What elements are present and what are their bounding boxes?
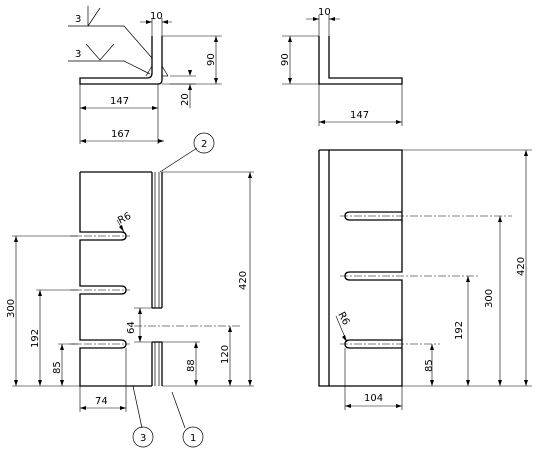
dim-leg-side: 147 (350, 110, 369, 121)
bottom-left-view: 300 192 85 R6 74 64 88 120 (6, 132, 254, 448)
weld-symbol-1 (87, 6, 101, 27)
dim-420-right: 420 (516, 257, 527, 276)
dim-74: 74 (95, 396, 108, 407)
balloon-1 (182, 426, 204, 448)
dim-64: 64 (126, 321, 137, 334)
dim-192-left: 192 (30, 329, 41, 348)
radius-label-right: R6 (335, 310, 351, 327)
weld-size-1: 3 (75, 14, 81, 25)
dim-120: 120 (220, 345, 231, 364)
dim-420-left: 420 (238, 271, 249, 290)
dim-85-left: 85 (52, 361, 63, 374)
balloon-3-label: 3 (140, 433, 146, 444)
dim-height-top: 90 (206, 53, 217, 66)
dim-300-right: 300 (484, 289, 495, 308)
dim-thickness-top: 10 (150, 11, 163, 22)
balloon-2 (193, 132, 215, 154)
dim-300-left: 300 (6, 299, 17, 318)
dim-gap: 20 (180, 93, 191, 106)
dim-88: 88 (186, 359, 197, 372)
weld-symbol-2 (85, 43, 115, 61)
weld-size-2: 3 (75, 49, 81, 60)
radius-label-left: R6 (116, 211, 133, 227)
dim-height-side: 90 (280, 53, 291, 66)
balloon-3 (132, 426, 154, 448)
bottom-right-view: 420 300 192 85 R6 104 (318, 149, 532, 410)
front-view: 3 3 10 90 20 147 167 (68, 6, 222, 144)
dim-overall: 167 (111, 129, 130, 140)
balloon-1-label: 1 (190, 433, 196, 444)
dim-104: 104 (364, 393, 383, 404)
balloon-2-label: 2 (201, 139, 207, 150)
side-view: 10 90 147 (280, 7, 403, 126)
dim-thickness-side: 10 (318, 7, 331, 18)
dim-leg-top: 147 (110, 96, 129, 107)
dim-85-right: 85 (424, 359, 435, 372)
dim-192-right: 192 (454, 321, 465, 340)
